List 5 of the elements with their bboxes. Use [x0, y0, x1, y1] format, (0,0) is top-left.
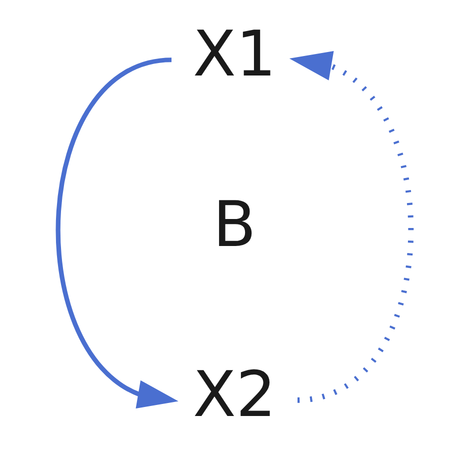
arrow: [288, 51, 413, 403]
arrow: [56, 58, 178, 408]
node-text: X2: [192, 358, 276, 431]
node-text: X1: [192, 18, 276, 91]
label: B: [212, 188, 256, 261]
